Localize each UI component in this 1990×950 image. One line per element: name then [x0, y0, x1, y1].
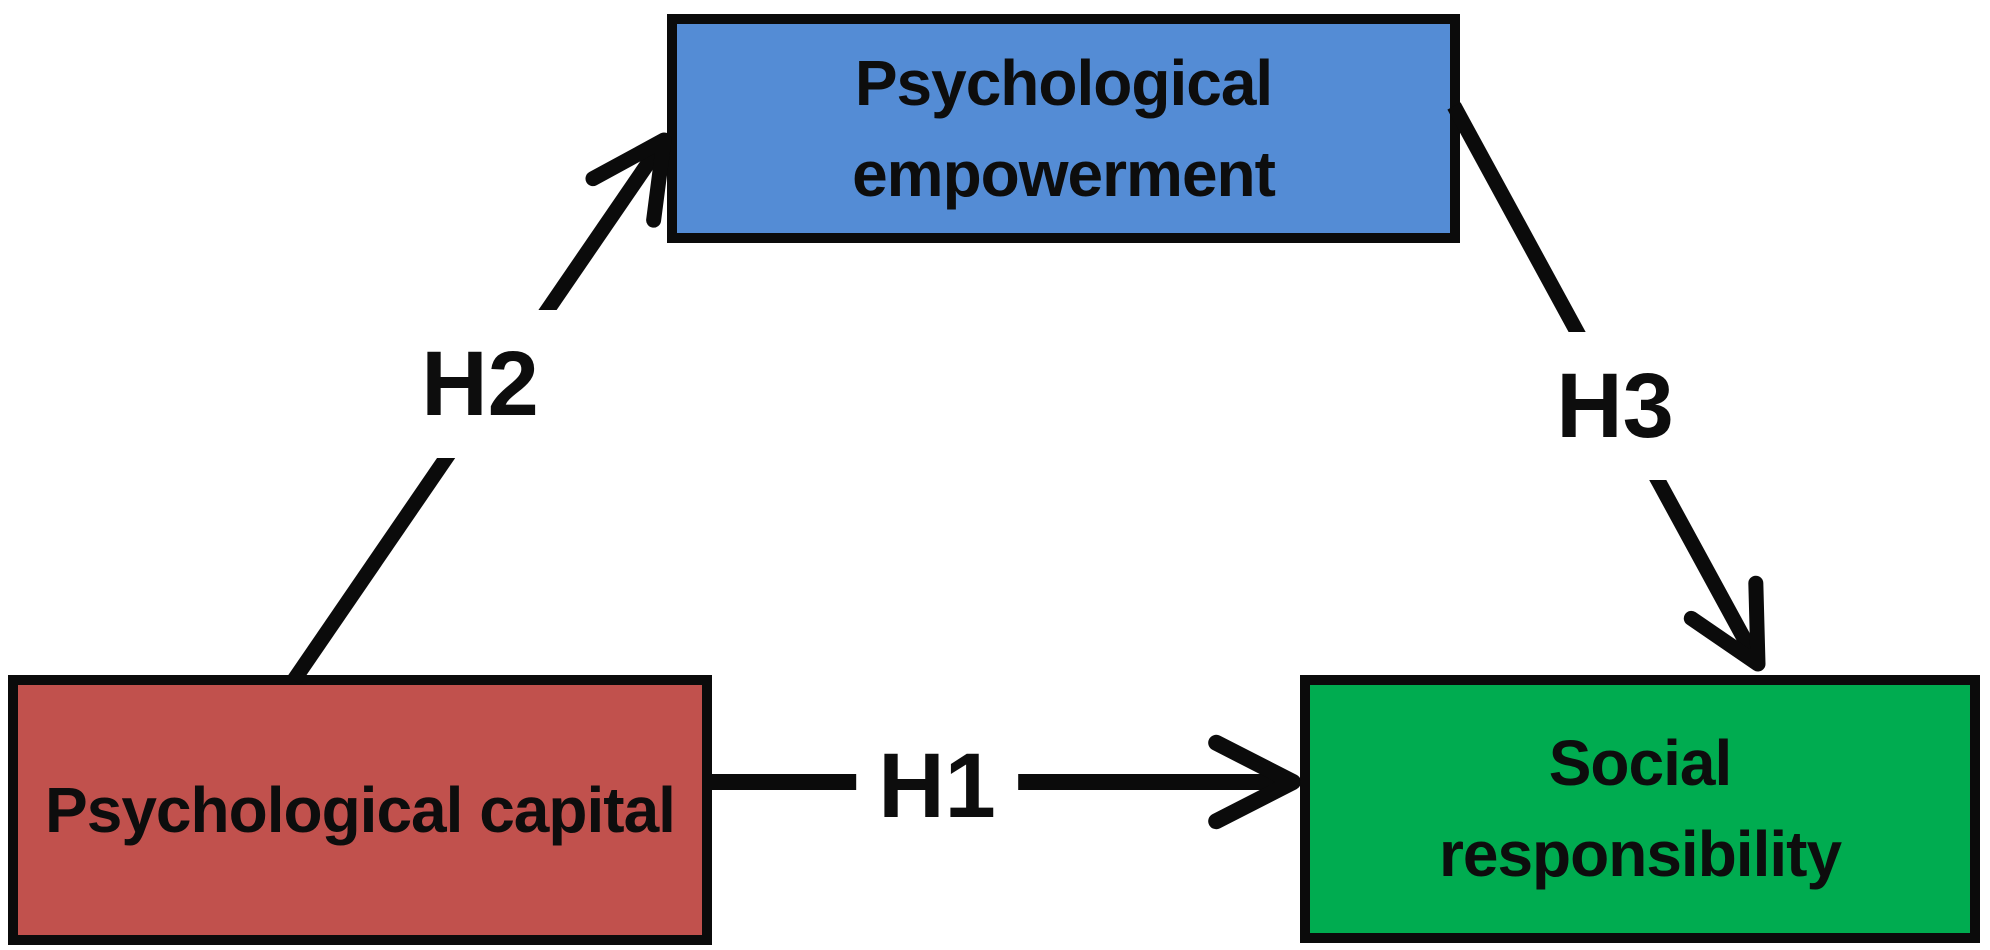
- node-label-line: Psychological: [854, 46, 1273, 119]
- node-psychological-capital: Psychological capital: [8, 675, 712, 945]
- node-label-line: Psychological capital: [45, 773, 676, 846]
- node-label-line: empowerment: [852, 137, 1276, 210]
- edge-label-h2: H2: [397, 310, 563, 458]
- node-label-line: Social: [1548, 727, 1733, 800]
- node-label-line: responsibility: [1438, 818, 1842, 890]
- node-social-responsibility: Social responsibility: [1300, 675, 1980, 943]
- edge-label-h1: H1: [856, 724, 1018, 848]
- node-psychological-empowerment: Psychological empowerment: [667, 14, 1460, 243]
- edge-label-h3: H3: [1532, 332, 1698, 480]
